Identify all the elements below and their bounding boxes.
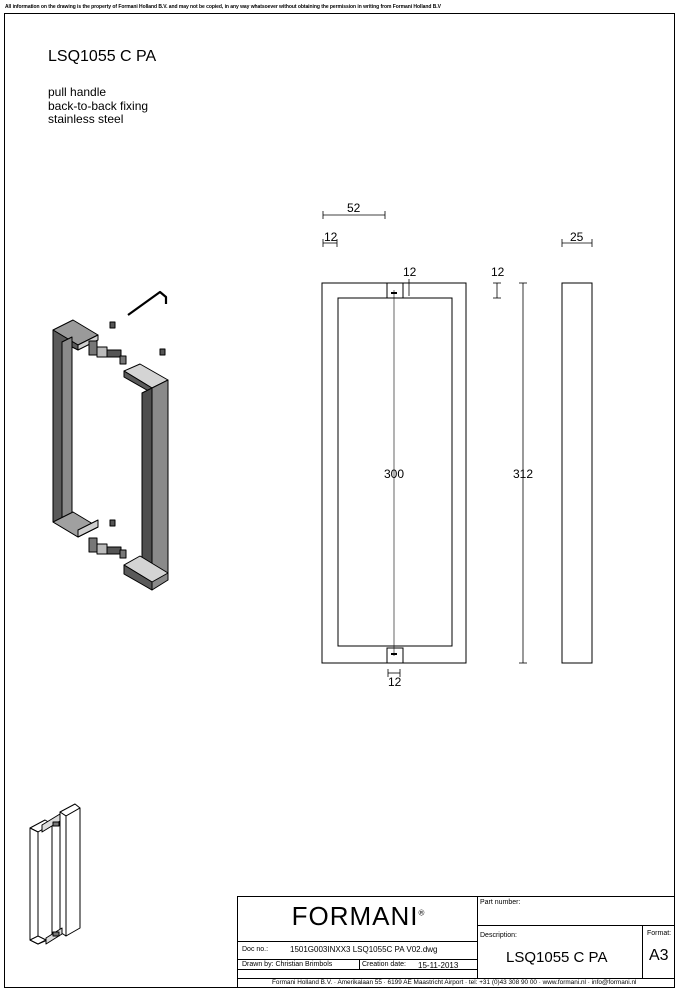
dim-12-left: 12	[324, 230, 338, 244]
dim-52: 52	[347, 201, 361, 215]
assembled-isometric-view	[29, 803, 81, 945]
dimension-labels: 52 12 12 12 25 300 312 12	[324, 201, 584, 689]
part-number-label: Part number:	[480, 899, 521, 906]
disclaimer: All information on the drawing is the pr…	[5, 4, 441, 10]
front-view	[321, 282, 593, 664]
exploded-isometric-view	[52, 290, 169, 591]
dim-300: 300	[384, 467, 404, 481]
format-label: Format:	[647, 930, 672, 937]
description-value: LSQ1055 C PA	[506, 949, 608, 966]
dim-12-thickness: 12	[491, 265, 505, 279]
doc-no-value: 1501G003INXX3 LSQ1055C PA V02.dwg	[290, 945, 438, 954]
title-block: FORMANI® Part number: Description: LSQ10…	[237, 896, 675, 988]
registered-mark: ®	[418, 908, 425, 918]
brand-name: FORMANI	[291, 901, 419, 931]
dimension-lines	[322, 211, 593, 677]
footer-address: Formani Holland B.V. · Amerikalaan 55 · …	[272, 979, 637, 986]
doc-no-label: Doc no.:	[242, 946, 269, 953]
dim-12-bottom: 12	[388, 675, 402, 689]
dim-25: 25	[570, 230, 584, 244]
formani-logo: FORMANI®	[238, 901, 478, 932]
product-code-title: LSQ1055 C PA	[48, 48, 157, 65]
creation-date-value: 15-11-2013	[418, 961, 459, 970]
description-line-1: pull handle	[48, 85, 107, 99]
format-value: A3	[649, 947, 669, 964]
description-line-3: stainless steel	[48, 112, 124, 126]
side-view	[561, 282, 593, 664]
dim-312: 312	[513, 467, 533, 481]
dim-12-fixing: 12	[403, 265, 417, 279]
fixing-top	[386, 282, 404, 299]
fixing-bottom	[386, 647, 404, 664]
product-description: pull handle back-to-back fixing stainles…	[48, 85, 149, 127]
description-label: Description:	[480, 932, 517, 939]
drawn-by: Drawn by: Christian Brimbols	[242, 961, 333, 968]
description-line-2: back-to-back fixing	[48, 98, 149, 113]
creation-date-label: Creation date:	[362, 961, 406, 968]
